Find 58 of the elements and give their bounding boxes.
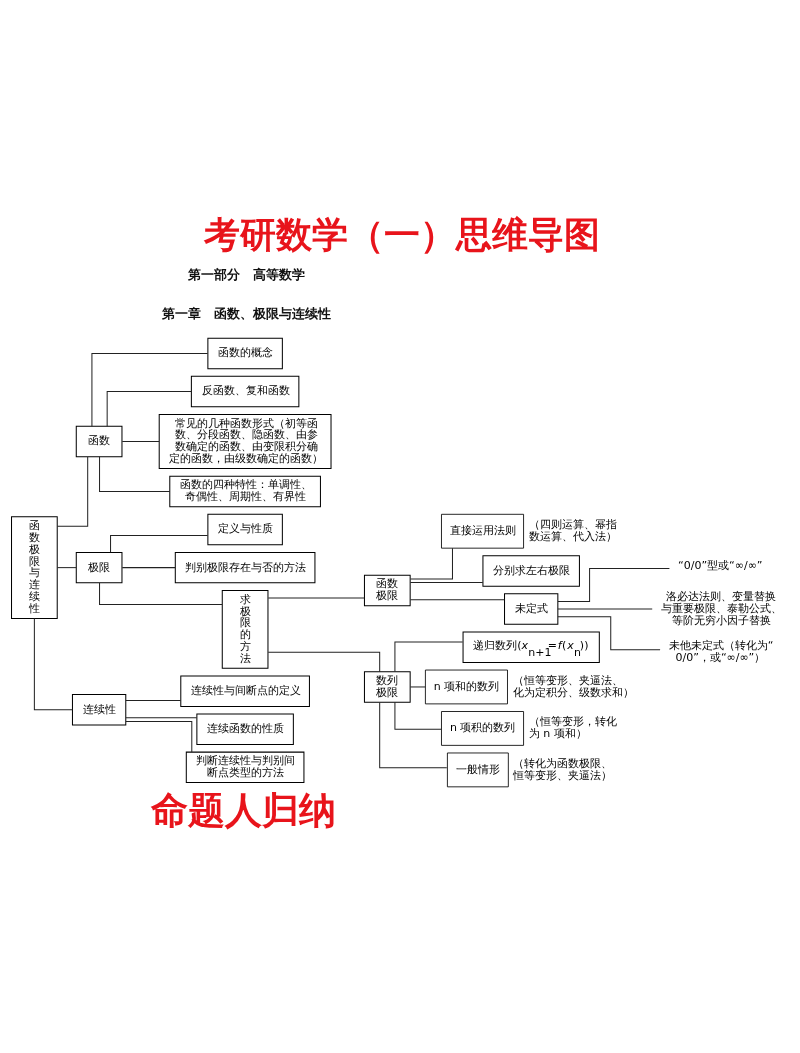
- connector: [394, 641, 464, 672]
- connector: [56, 566, 77, 568]
- node-box: n 项和的数列: [424, 669, 508, 704]
- node-box: 函数的四种特性：单调性、奇偶性、周期性、有界性: [169, 475, 321, 507]
- connector: [557, 608, 653, 610]
- label: 命题人归纳: [151, 787, 337, 832]
- node-box: 反函数、复和函数: [190, 375, 300, 407]
- connector: [409, 547, 453, 579]
- connector: [125, 699, 182, 701]
- connector: [379, 701, 448, 768]
- node-box: n 项积的数列: [441, 710, 524, 746]
- connector: [267, 597, 365, 599]
- node-box: 极限: [75, 551, 123, 583]
- connector: [557, 567, 670, 602]
- node-box: 连续函数的性质: [196, 713, 294, 745]
- node-box: 判别极限存在与否的方法: [174, 551, 316, 583]
- diagram-title: 考研数学（一）思维导图: [204, 213, 601, 255]
- connector: [125, 716, 198, 718]
- node-box: 函数的概念: [207, 337, 283, 369]
- node-text: “0/0”型或“∞/∞”: [678, 558, 763, 572]
- node-label: （恒等变形，转化为 n 项和）: [528, 714, 617, 740]
- node-box: 分别求左右极限: [482, 554, 580, 587]
- node-box: 未定式: [504, 592, 559, 625]
- node-box: 常见的几种函数形式（初等函数、分段函数、隐函数、由参数确定的函数、由变限积分确定的函数，由级数确定的函数）: [158, 413, 332, 469]
- connector: [56, 456, 89, 527]
- node-box: 函数极限与连续性: [11, 515, 58, 619]
- node-box: 判断连续性与判别间断点类型的方法: [185, 751, 305, 783]
- connector: [409, 581, 484, 583]
- connector: [409, 685, 426, 687]
- connector: [99, 455, 171, 492]
- node-text: 洛必达法则、变量替换与重要极限、泰勒公式、等阶无穷小因子替换: [660, 589, 782, 627]
- connector: [106, 390, 192, 427]
- connector: [91, 352, 209, 427]
- connector: [121, 440, 160, 442]
- node-box: 直接运用法则: [441, 513, 524, 549]
- label: 第一章 函数、极限与连续性: [162, 305, 332, 321]
- connector: [557, 615, 661, 650]
- node-box: 定义与性质: [207, 513, 283, 545]
- node-box: 求极限的方法: [221, 589, 269, 669]
- connector: [99, 582, 223, 605]
- node-box: 连续性与间断点的定义: [180, 674, 310, 707]
- label: 第一部分 高等数学: [187, 266, 305, 282]
- node-box: 数列极限: [363, 670, 411, 703]
- node-box: 一般情形: [446, 752, 509, 787]
- node-label: （恒等变形、夹逼法、化为定积分、级数求和）: [512, 673, 634, 699]
- connector: [394, 701, 442, 730]
- connector: [267, 651, 381, 672]
- connector: [121, 566, 176, 568]
- node-label: （四则运算、幂指数运算、代入法）: [528, 517, 617, 543]
- connector: [125, 720, 193, 753]
- node-label: （转化为函数极限、恒等变形、夹逼法）: [513, 756, 613, 782]
- connector: [409, 598, 505, 600]
- node-box: 连续性: [71, 693, 127, 726]
- connector: [33, 617, 73, 710]
- node-box: 函数极限: [363, 574, 411, 606]
- connector: [110, 534, 209, 553]
- node-box: 函数: [75, 425, 123, 457]
- node-text: 未他未定式（转化为“0/0”，或“∞/∞”）: [668, 638, 774, 664]
